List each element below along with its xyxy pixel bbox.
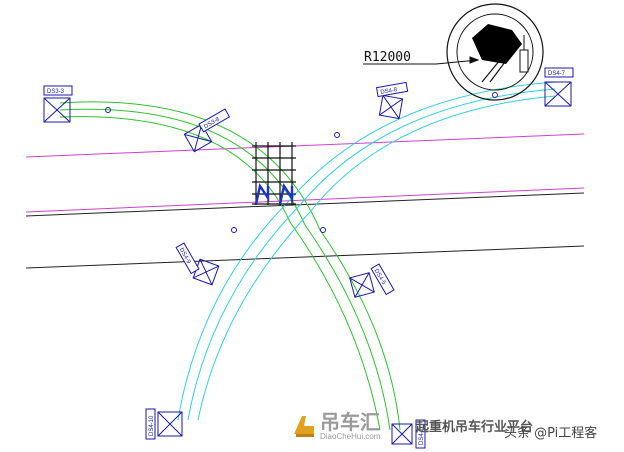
track-arc-left-mid bbox=[59, 108, 391, 431]
arc-marker bbox=[105, 107, 111, 113]
pad-tag-p2: DS4-8 bbox=[375, 81, 409, 98]
anchor-tag-tr: DS4-7 bbox=[544, 67, 574, 78]
anchor-tag-label: DS4-10 bbox=[149, 415, 155, 436]
pad-box-p4 bbox=[349, 272, 375, 298]
pad-tag-p4: DS4-5 bbox=[370, 263, 395, 296]
arc-marker bbox=[334, 132, 340, 138]
anchor-box-tr bbox=[544, 81, 572, 107]
brand-name: 吊车汇 bbox=[320, 410, 380, 434]
anchor-tag-label: DS3-3 bbox=[47, 89, 65, 95]
anchor-tag-br: DS4-2 bbox=[415, 419, 426, 449]
arc-marker bbox=[231, 227, 237, 233]
pad-tag-p3: DS4-9 bbox=[175, 242, 200, 275]
brand-slogan: 起重机吊车行业平台 bbox=[416, 420, 534, 435]
anchor-tag-bl: DS4-10 bbox=[145, 408, 156, 440]
author-credit: 头条 @Pi工程客 bbox=[504, 426, 598, 441]
track-arc-left-inner bbox=[59, 116, 381, 431]
brand-logo-icon bbox=[292, 408, 318, 438]
watermark: 吊车汇 DiaoCheHui.com 起重机吊车行业平台 头条 @Pi工程客 bbox=[292, 406, 624, 452]
track-arc-right-mid bbox=[187, 88, 556, 421]
pad-tag-p1: DS3-8 bbox=[198, 108, 231, 133]
anchor-box-br bbox=[391, 423, 413, 445]
central-lift-bracing bbox=[254, 182, 294, 205]
radius-callout-leader bbox=[363, 56, 480, 65]
track-arc-right-inner bbox=[197, 95, 556, 421]
pad-box-p1 bbox=[183, 123, 213, 153]
crane-body-icon bbox=[472, 24, 529, 83]
arc-marker bbox=[492, 92, 498, 98]
track-arc-left-outer bbox=[59, 101, 401, 431]
pad-box-p3 bbox=[192, 258, 220, 286]
radius-label: R12000 bbox=[364, 50, 411, 65]
pad-tag-label: DS4-8 bbox=[380, 87, 398, 96]
brand-url: DiaoCheHui.com bbox=[320, 432, 381, 441]
ground-line-2 bbox=[25, 245, 585, 269]
pad-box-p2 bbox=[378, 94, 404, 120]
anchor-box-tl bbox=[43, 97, 71, 123]
anchor-tag-label: DS4-2 bbox=[419, 427, 425, 445]
anchor-tag-tl: DS3-3 bbox=[43, 85, 73, 96]
anchor-tag-label: DS4-7 bbox=[548, 71, 566, 77]
ground-line-1 bbox=[25, 192, 585, 217]
road-line-upper bbox=[25, 133, 585, 158]
crane-slew-circle bbox=[446, 3, 544, 101]
arc-marker bbox=[320, 227, 326, 233]
track-arc-right-outer bbox=[177, 81, 556, 421]
anchor-box-bl bbox=[157, 411, 183, 437]
